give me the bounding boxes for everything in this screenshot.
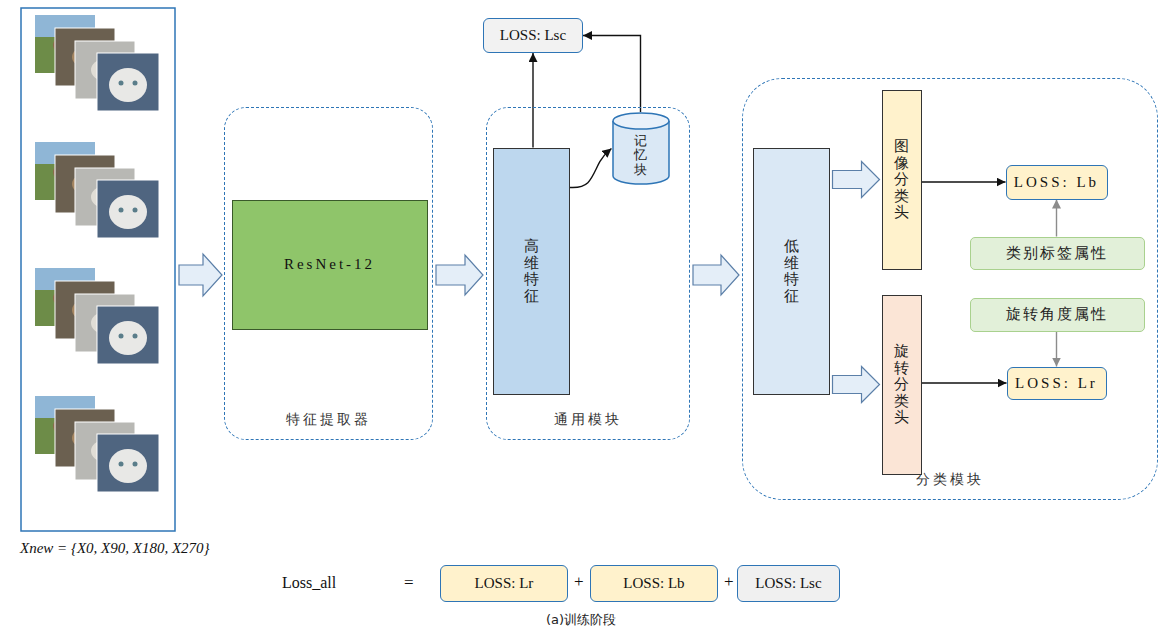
arrow-connector [1056,332,1057,367]
loss-box: LOSS: Lb [1006,165,1108,200]
module-frame: 分类模块 低维特征 图像分类头旋转分类头 LOSS: Lb 类别标签属性旋转角度属性 LO… [742,78,1158,500]
attribute-box: 类别标签属性 [970,237,1145,270]
loss-box: LOSS: Lb [590,565,718,602]
formula-text: Loss_all [282,574,336,592]
formula-text: + [724,572,734,592]
node-label: LOSS: Lsc [755,575,821,592]
attribute-box: 旋转角度属性 [970,298,1145,332]
arrow-connector [570,149,612,188]
arrow-connector [1056,200,1057,237]
loss-box: LOSS: Lsc [737,565,840,602]
cylinder-body [613,121,669,184]
memory-cylinder: 记忆块 [612,112,670,185]
image-stack [35,268,159,364]
block-arrow [833,162,880,198]
arrow-connector [532,53,533,148]
loss-box: LOSS: Lr [440,565,568,602]
arrow-connector [922,382,1007,383]
block-arrow [693,255,739,295]
node-label: 记忆块 [634,134,647,177]
node-label: 类别标签属性 [1006,244,1108,263]
formula-text: + [574,572,584,592]
module-title: 通用模块 [554,411,622,429]
node-label: LOSS: Lr [475,575,534,592]
feature-bar: 低维特征 [753,148,830,395]
image-panel [21,8,175,531]
node-label: 低维特征 [784,238,799,304]
cylinder-top [613,113,669,129]
module-title: 分类模块 [916,471,984,489]
module-frame: 特征提取器 ResNet-12 [224,107,433,440]
feature-bar: 高维特征 [493,148,570,395]
node-label: 旋转角度属性 [1006,305,1108,324]
image-stack [35,396,159,492]
classifier-head: 旋转分类头 [882,295,922,475]
node-label: LOSS: Lb [623,575,684,592]
node-label: LOSS: Lb [1014,174,1099,191]
module-title: 特征提取器 [286,411,371,429]
node-label: 高维特征 [524,238,539,304]
backbone-box: ResNet-12 [232,200,428,330]
formula-text: = [404,573,414,593]
module-frame: 通用模块 高维特征 记忆块 [486,107,690,440]
node-label: 图像分类头 [894,138,909,221]
node-label: 旋转分类头 [894,343,909,426]
arrow-connector [583,36,641,113]
block-arrow [833,367,880,403]
node-label: ResNet-12 [284,256,375,273]
arrow-connector [922,181,1006,182]
loss-box: LOSS: Lsc [483,18,583,53]
block-arrow [436,255,483,295]
loss-box: LOSS: Lr [1007,367,1107,400]
node-label: LOSS: Lsc [500,27,566,44]
image-stack [35,15,159,111]
image-stack [35,142,159,238]
node-label: LOSS: Lr [1015,375,1098,392]
classifier-head: 图像分类头 [882,90,922,270]
block-arrow [179,254,222,296]
input-set-label: Xnew = {X0, X90, X180, X270} [20,540,210,557]
figure-caption: (a)训练阶段 [546,611,616,629]
